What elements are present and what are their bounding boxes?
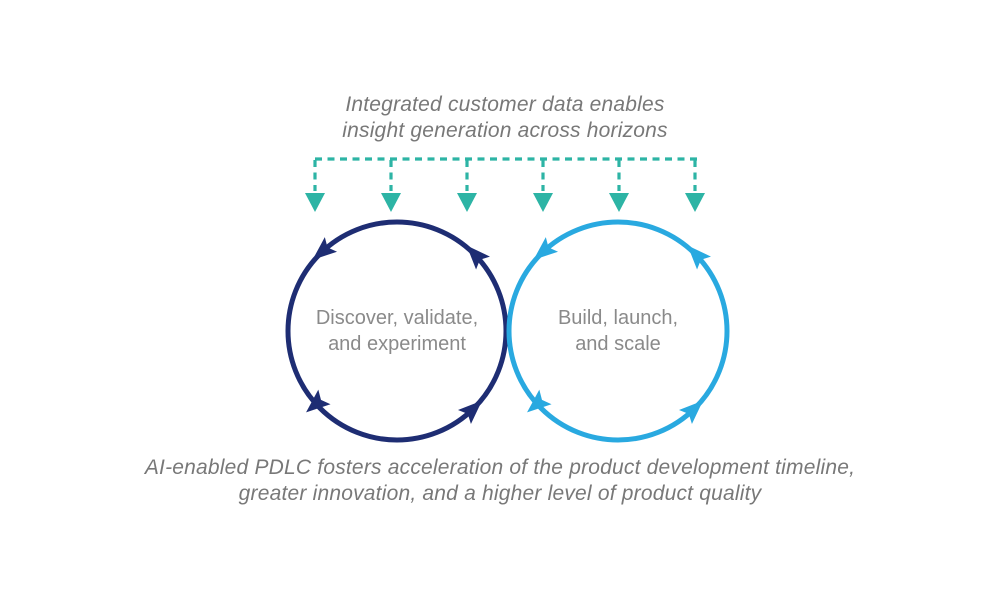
discover-cycle-label: Discover, validate, and experiment (287, 305, 507, 357)
down-arrow-icon (381, 193, 401, 212)
cycle-arrowhead-icon (312, 237, 338, 260)
cycle-arrowhead-icon (457, 400, 483, 424)
build-cycle-ring (506, 219, 730, 443)
connector-arrows (305, 160, 705, 212)
build-cycle-label: Build, launch, and scale (508, 305, 728, 357)
bottom-caption-line1: AI-enabled PDLC fosters acceleration of … (144, 456, 856, 479)
build-cycle-label-line1: Build, launch, (557, 307, 679, 329)
down-arrow-icon (533, 193, 553, 212)
bottom-caption-line2: greater innovation, and a higher level o… (238, 482, 762, 505)
down-arrow-icon (609, 193, 629, 212)
discover-cycle-circle (285, 219, 509, 443)
cycle-arrowhead-icon (466, 245, 490, 270)
top-caption-line2: insight generation across horizons (342, 119, 668, 142)
build-cycle-label-line2: and scale (575, 333, 661, 355)
top-caption: Integrated customer data enables insight… (255, 92, 755, 144)
insight-connector (305, 157, 705, 212)
cycle-arrowhead-icon (527, 389, 552, 413)
build-cycle-circle (506, 219, 730, 443)
cycle-arrowhead-icon (306, 389, 331, 413)
discover-cycle-ring (285, 219, 509, 443)
cycle-arrowhead-icon (533, 237, 559, 260)
discover-cycle-label-line1: Discover, validate, (315, 307, 479, 329)
discover-cycle-label-line2: and experiment (328, 333, 466, 355)
cycle-arrowhead-icon (678, 400, 704, 424)
bottom-caption: AI-enabled PDLC fosters acceleration of … (100, 455, 900, 507)
down-arrow-icon (685, 193, 705, 212)
down-arrow-icon (305, 193, 325, 212)
cycle-arrowhead-icon (687, 245, 711, 270)
top-caption-line1: Integrated customer data enables (345, 93, 665, 116)
down-arrow-icon (457, 193, 477, 212)
